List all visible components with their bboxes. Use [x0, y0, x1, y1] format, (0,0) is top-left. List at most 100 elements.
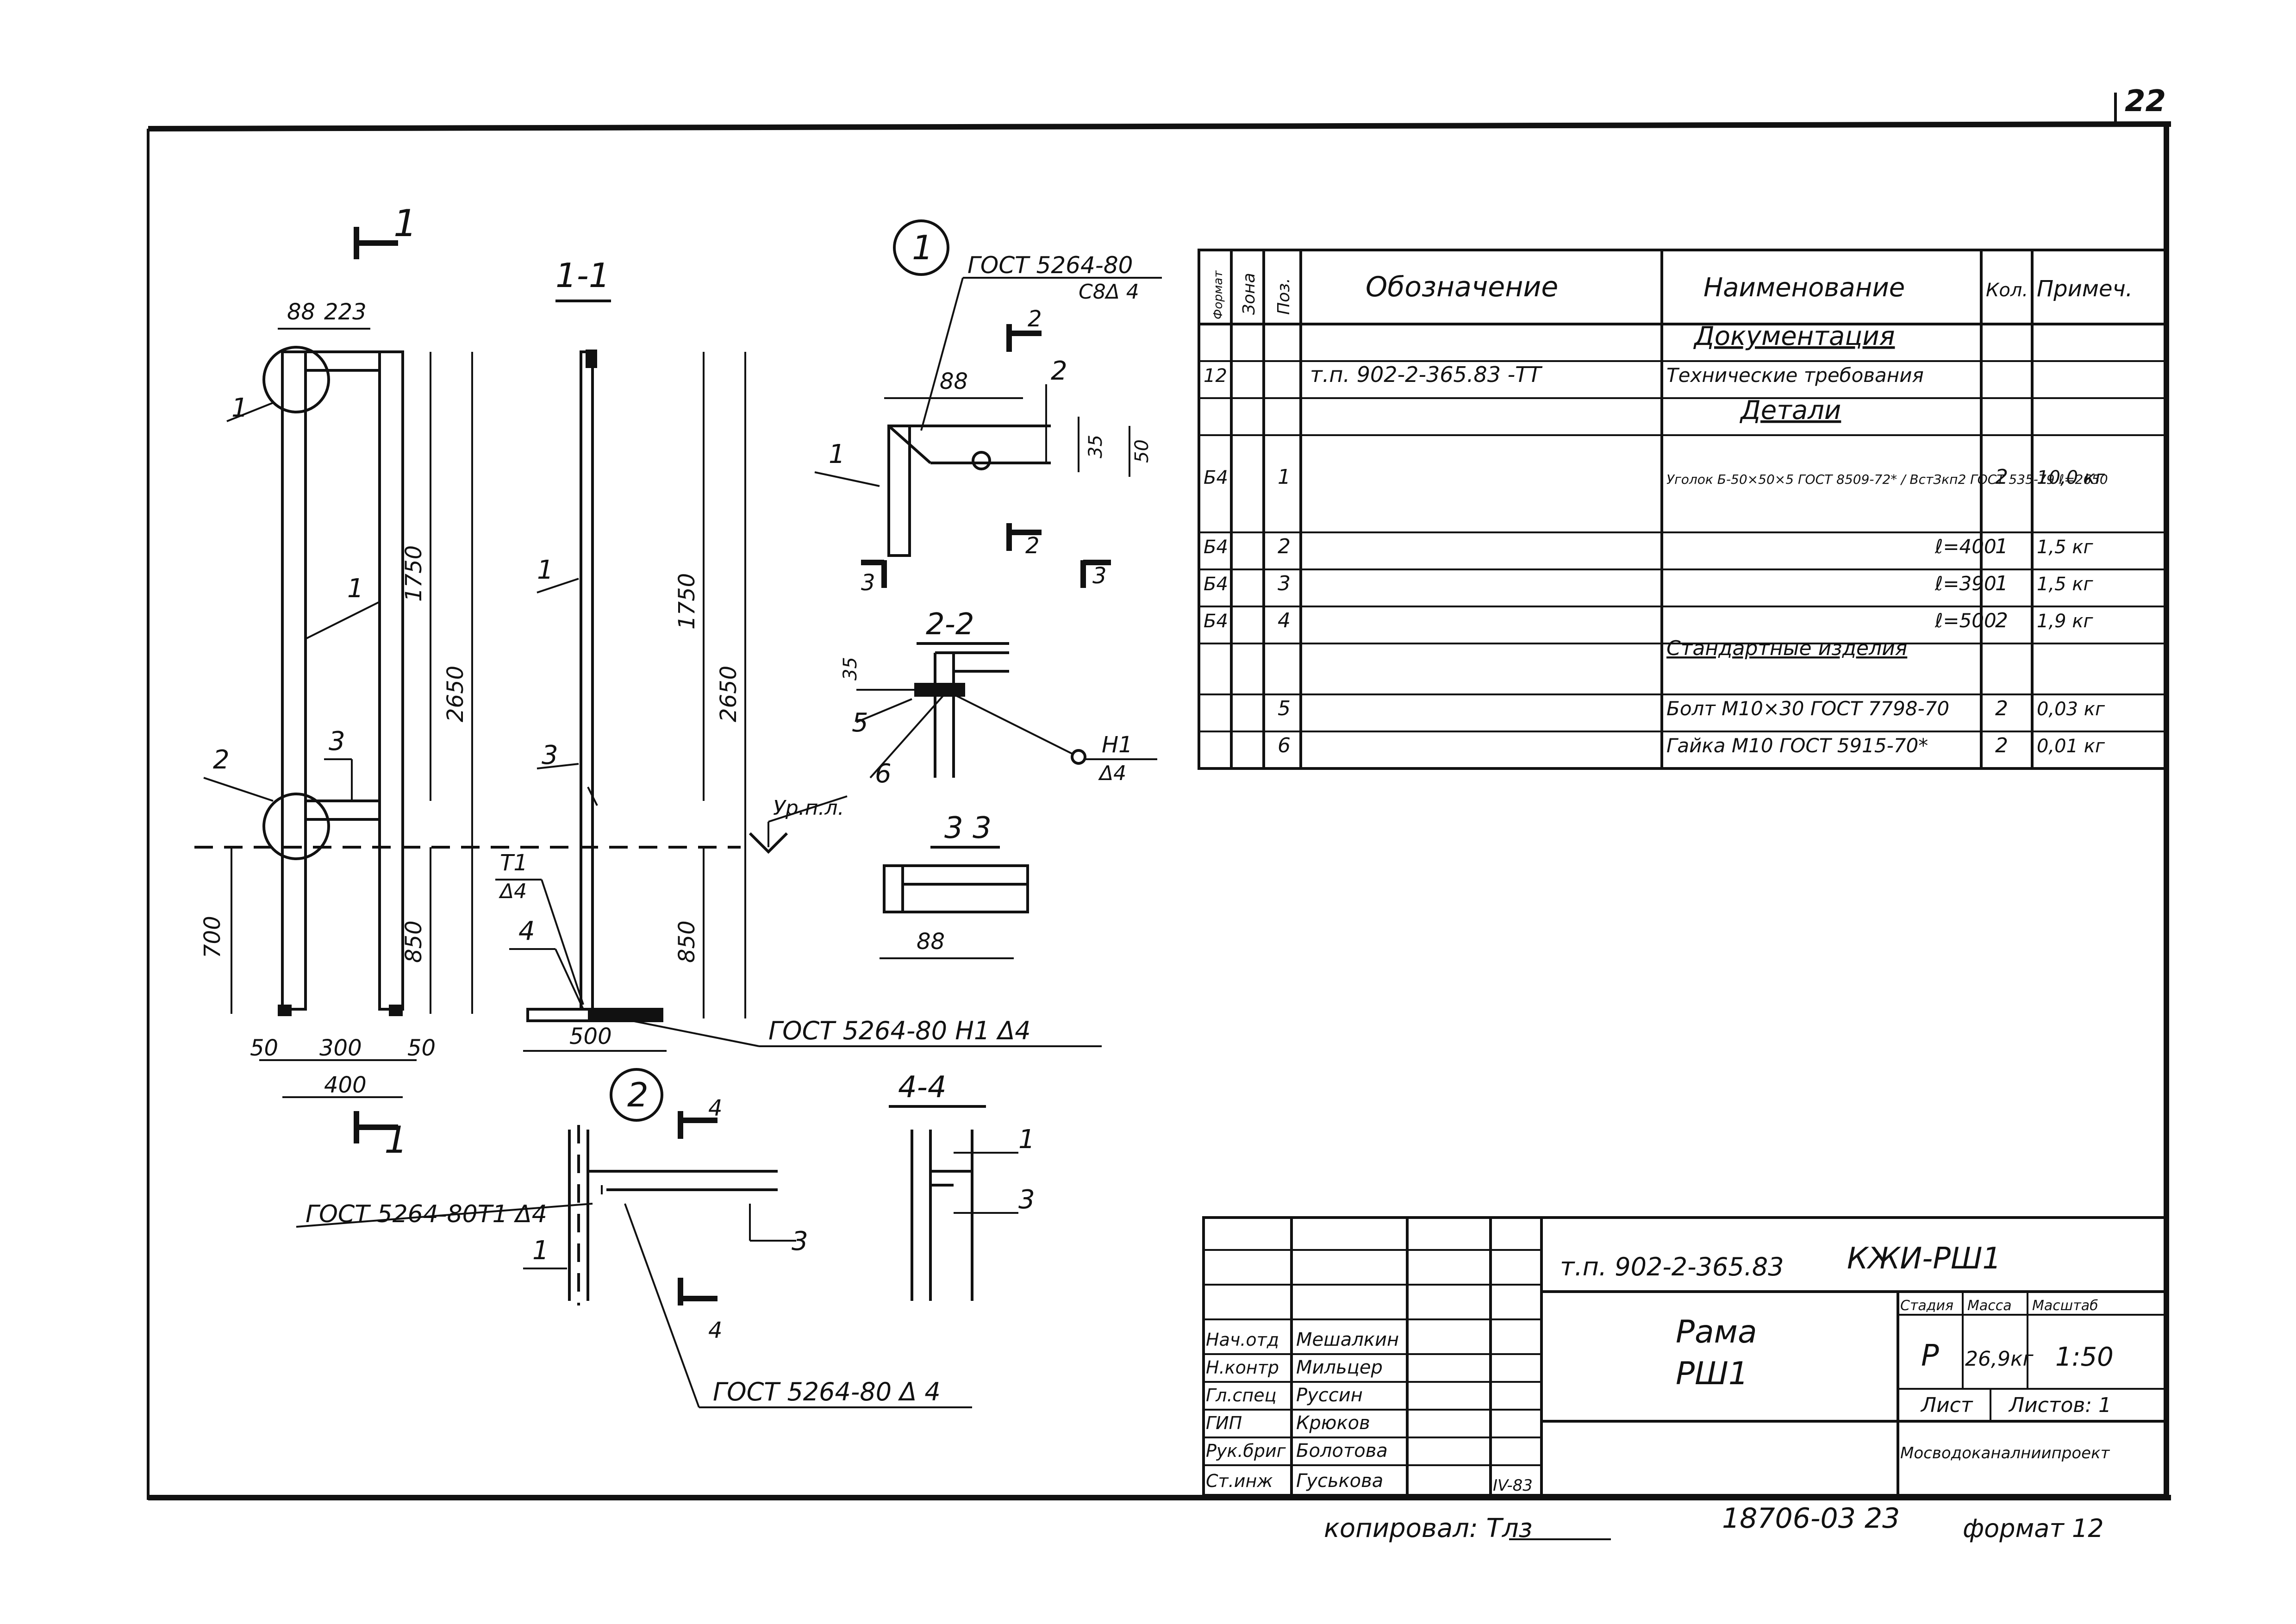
table-cell: 5 — [1278, 697, 1291, 720]
cut-mark-label: 1 — [384, 1118, 408, 1162]
callout-label: 2 — [213, 745, 230, 775]
page-number: 22 — [2125, 84, 2166, 119]
dimension-label: 2650 — [716, 666, 742, 722]
dimension-label: 1750 — [674, 573, 700, 630]
dimension-label: 50 — [407, 1035, 436, 1061]
archive-number: 18706-03 23 — [1722, 1502, 1900, 1535]
mass-header: Масса — [1967, 1298, 2012, 1314]
dimension-label: 88 — [917, 929, 945, 955]
callout-label: 3 — [329, 726, 345, 756]
weld-note: ГОСТ 5264-80 Δ 4 — [713, 1377, 941, 1406]
callout-label: 4 — [518, 916, 535, 946]
section-2-2: 2-2 35 5 6 Н1 Δ4 — [840, 607, 1157, 789]
weld-symbol: Δ4 — [1098, 762, 1126, 785]
section-title: 2-2 — [926, 607, 974, 642]
table-cell: Гайка М10 ГОСТ 5915-70* — [1666, 734, 1928, 757]
table-header: Поз. — [1274, 278, 1293, 315]
table-cell: 1 — [1995, 572, 2008, 595]
table-cell: 2 — [1995, 734, 2008, 757]
table-header: Примеч. — [2037, 276, 2133, 302]
weld-symbol: Н1 — [1102, 732, 1133, 758]
cut-mark-label: 1 — [393, 202, 417, 245]
staff-name: Гуськова — [1296, 1470, 1383, 1492]
staff-name: Мильцер — [1296, 1357, 1383, 1378]
table-cell: Б4 — [1204, 611, 1228, 632]
section-title: 4-4 — [898, 1070, 947, 1105]
stage-header: Стадия — [1900, 1298, 1953, 1314]
elevation-view: 1 1 88 223 1750 2650 700 850 50 — [200, 202, 473, 1162]
weld-note: ГОСТ 5264-80 — [967, 252, 1133, 279]
weld-note: ГОСТ 5264-80Т1 Δ4 — [306, 1200, 547, 1228]
title-block: т.п. 902-2-365.83 КЖИ-РШ1 Рама РШ1 Стади… — [1202, 1216, 2168, 1497]
table-cell: 3 — [1278, 572, 1291, 595]
table-cell: ℓ=390 — [1934, 572, 1997, 595]
callout-label: 3 — [1018, 1185, 1035, 1215]
table-cell: Документация — [1693, 321, 1895, 351]
callout-label: 1 — [537, 555, 554, 585]
cut-mark-label: 2 — [1028, 306, 1042, 332]
signature-date: IV-83 — [1493, 1476, 1533, 1495]
node-number: 1 — [912, 228, 933, 267]
callout-label: 1 — [347, 574, 364, 604]
staff-name: Крюков — [1296, 1412, 1370, 1434]
callout-label: 3 — [542, 740, 558, 770]
staff-role: Ст.инж — [1206, 1471, 1273, 1491]
section-title: 3 3 — [944, 811, 992, 845]
callout-label: 6 — [875, 759, 892, 789]
dimension-label: 35 — [1085, 435, 1106, 458]
dimension-label: 500 — [569, 1024, 612, 1049]
weld-symbol: Т1 — [500, 850, 528, 876]
table-cell: 2 — [1995, 465, 2008, 489]
cut-mark-label: 3 — [861, 570, 875, 596]
section-4-4: 4-4 1 3 — [889, 1070, 1035, 1301]
dimension-label: 50 — [250, 1035, 278, 1061]
node-2-detail: 2 4 4 ГОСТ 5264-80Т1 Δ4 ГОСТ 5264-80 Δ 4… — [296, 1068, 972, 1408]
staff-name: Руссин — [1296, 1385, 1363, 1406]
table-header: Наименование — [1703, 273, 1905, 303]
node-1-detail: 1 ГОСТ 5264-80 С8Δ 4 2 2 3 3 88 35 50 1 — [814, 219, 1162, 596]
table-cell: ℓ=400 — [1934, 535, 1997, 558]
callout-label: 2 — [1051, 356, 1067, 386]
table-cell: 0,03 кг — [2037, 699, 2105, 720]
table-cell: 0,01 кг — [2037, 736, 2105, 757]
dimension-label: 88 — [940, 369, 968, 394]
cut-mark-label: 4 — [708, 1318, 723, 1343]
dimension-label: 35 — [840, 657, 861, 681]
staff-role: Н.контр — [1206, 1357, 1279, 1378]
callout-label: 1 — [1018, 1124, 1035, 1155]
scale-value: 1:50 — [2055, 1342, 2114, 1372]
table-cell: Детали — [1739, 395, 1841, 425]
scale-header: Масштаб — [2032, 1298, 2098, 1314]
dimension-label: 400 — [324, 1072, 367, 1098]
callout-label: 1 — [829, 439, 845, 469]
sheet-code: КЖИ-РШ1 — [1847, 1242, 2001, 1276]
drawing-title: РШ1 — [1676, 1355, 1748, 1392]
table-cell: Болт М10×30 ГОСТ 7798-70 — [1666, 697, 1949, 720]
table-header: Обозначение — [1366, 271, 1558, 303]
dimension-label: 2650 — [443, 666, 468, 722]
dimension-label: 1750 — [401, 545, 427, 602]
copied-by-note: копировал: Тлз — [1324, 1513, 1532, 1543]
table-cell: 2 — [1278, 535, 1291, 558]
sheet-label: Лист — [1920, 1393, 1973, 1417]
table-header: Кол. — [1986, 280, 2028, 301]
section-1-1: 1-1 1750 2650 850 500 1 3 4 Т1 Δ4 ГОСТ 5… — [495, 256, 1102, 1052]
table-cell: т.п. 902-2-365.83 -ТТ — [1310, 362, 1543, 387]
table-cell: 10,0 кг — [2037, 467, 2105, 488]
dimension-label: 223 — [324, 299, 367, 325]
section-title: 1-1 — [555, 256, 610, 295]
dimension-label: 850 — [674, 920, 700, 963]
stage-value: Р — [1921, 1339, 1939, 1373]
staff-role: Нач.отд — [1206, 1330, 1279, 1350]
section-3-3: 3 3 88 — [880, 811, 1029, 959]
staff-role: Рук.бриг — [1206, 1441, 1286, 1461]
format-label: формат 12 — [1963, 1514, 2104, 1543]
table-cell: Технические требования — [1666, 364, 1924, 387]
table-cell: 6 — [1278, 734, 1291, 757]
table-cell: 12 — [1204, 365, 1227, 387]
dimension-label: 300 — [319, 1035, 362, 1061]
table-cell: Уголок Б-50×50×5 ГОСТ 8509-72* / ВстЗкп2… — [1666, 472, 2108, 487]
